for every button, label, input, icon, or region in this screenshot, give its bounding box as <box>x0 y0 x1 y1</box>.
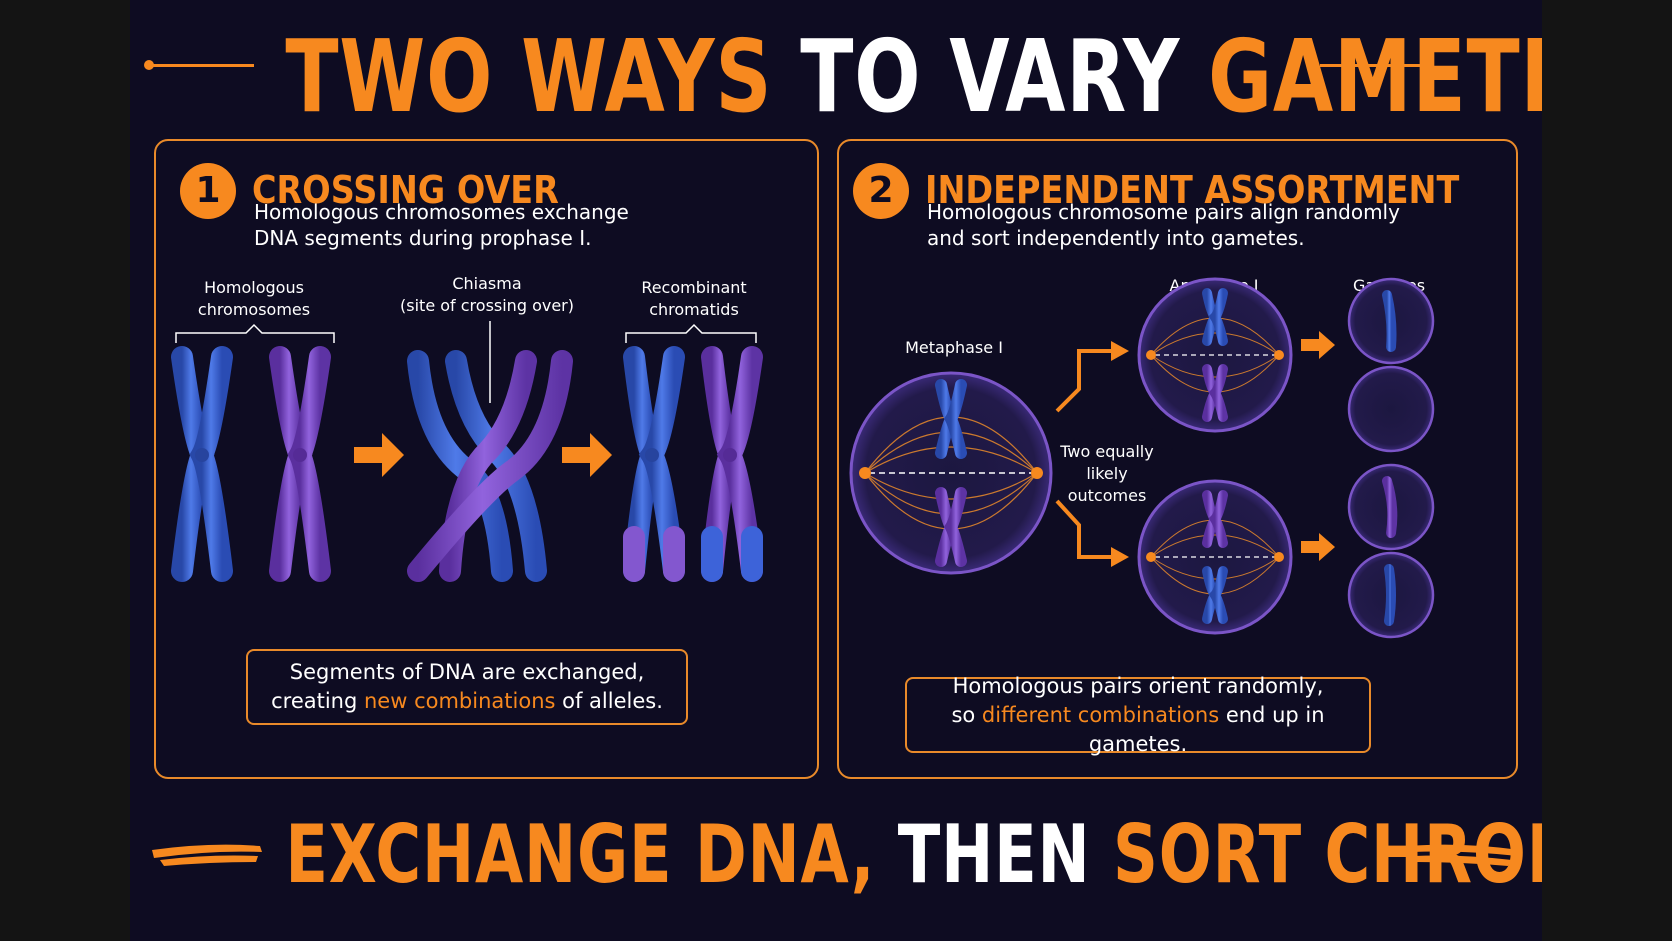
title-part-3: GAMETES <box>1208 18 1542 135</box>
branch-arrow-up-head <box>1111 341 1129 361</box>
label-homologous: Homologous chromosomes <box>184 277 324 321</box>
arrow-right-1 <box>354 433 404 477</box>
independent-assortment-caption-line-1: Homologous pairs orient randomly, <box>952 673 1324 698</box>
caption-highlight: new combinations <box>364 689 556 713</box>
independent-assortment-panel: 2 INDEPENDENT ASSORTMENT Homologous chro… <box>837 139 1518 779</box>
title-right-line <box>1320 64 1424 67</box>
label-chiasma: Chiasma (site of crossing over) <box>392 273 582 317</box>
brush-stroke-left <box>152 844 262 858</box>
gamete-1 <box>1347 277 1435 365</box>
label-outcomes-line-3: outcomes <box>1067 486 1147 505</box>
crossing-over-caption-line-1: Segments of DNA are exchanged, <box>289 660 645 684</box>
crossing-over-diagram <box>171 321 763 582</box>
independent-assortment-caption-line-2: so different combinations end up in game… <box>907 701 1369 759</box>
arrow-right-2 <box>562 433 612 477</box>
caption2-text-pre: so <box>951 702 982 727</box>
independent-assortment-desc-2: and sort independently into gametes. <box>927 226 1305 250</box>
title-right-dot <box>1420 60 1430 70</box>
tagline-brush-strokes <box>152 844 1520 866</box>
arrow-to-gametes-bottom <box>1301 533 1335 561</box>
step-number-2: 2 <box>853 163 909 219</box>
recombinant-chromosome-blue <box>623 346 685 582</box>
brush-stroke-right <box>1410 844 1520 856</box>
tagline-part-1: EXCHANGE DNA, <box>285 808 876 901</box>
independent-assortment-title: INDEPENDENT ASSORTMENT <box>925 168 1460 212</box>
label-homologous-line-1: Homologous <box>204 278 304 297</box>
step-number-1: 1 <box>180 163 236 219</box>
title-part-2: TO VARY <box>800 18 1181 135</box>
branch-arrow-up <box>1055 349 1111 413</box>
crossing-over-caption-line-2: creating new combinations of alleles. <box>248 687 686 716</box>
label-recombinant: Recombinant chromatids <box>614 277 774 321</box>
gamete-4 <box>1347 551 1435 639</box>
label-recombinant-line-2: chromatids <box>649 300 739 319</box>
tagline-part-2: THEN <box>897 808 1091 901</box>
label-homologous-line-2: chromosomes <box>197 300 311 319</box>
chiasma-chromosomes <box>407 350 573 582</box>
title-left-dot <box>144 60 154 70</box>
arrow-to-gametes-top <box>1301 331 1335 359</box>
metaphase-cell <box>849 371 1053 575</box>
infographic: TWO WAYS TO VARY GAMETES 1 CROSSING OVER… <box>130 0 1542 941</box>
anaphase-bottom-cell <box>1137 479 1293 635</box>
anaphase-bottom-chromosome-purple <box>1202 490 1228 548</box>
page-title: TWO WAYS TO VARY GAMETES <box>285 22 1542 132</box>
recombinant-chromosome-purple <box>701 346 763 582</box>
metaphase-chromosome-purple <box>935 487 967 567</box>
label-chiasma-line-2: (site of crossing over) <box>400 296 574 315</box>
independent-assortment-caption: Homologous pairs orient randomly, so dif… <box>905 674 1371 756</box>
label-chiasma-line-1: Chiasma <box>452 274 522 293</box>
label-metaphase: Metaphase I <box>905 338 1003 357</box>
branch-arrow-down-head <box>1111 547 1129 567</box>
caption2-text-post: end up in gametes. <box>1088 702 1325 756</box>
crossing-over-desc-1: Homologous chromosomes exchange <box>254 200 629 224</box>
title-left-line <box>150 64 254 67</box>
label-outcomes-line-1: Two equally <box>1060 442 1154 461</box>
label-recombinant-line-1: Recombinant <box>641 278 747 297</box>
independent-assortment-desc-1: Homologous chromosome pairs align random… <box>927 200 1400 224</box>
gamete-2 <box>1347 365 1435 453</box>
caption-text-post: of alleles. <box>555 689 663 713</box>
bracket-recombinant <box>625 323 757 343</box>
crossing-over-desc-2: DNA segments during prophase I. <box>254 226 592 250</box>
tagline: EXCHANGE DNA, THEN SORT CHROMOSOMES. <box>285 808 1542 901</box>
caption2-highlight: different combinations <box>981 702 1220 727</box>
gamete-3 <box>1347 463 1435 551</box>
title-part-1: TWO WAYS <box>285 18 773 135</box>
crossing-over-title: CROSSING OVER <box>252 168 559 212</box>
tagline-part-3: SORT CHROMOSOMES. <box>1113 808 1542 901</box>
caption-text-pre: creating <box>271 689 364 713</box>
anaphase-top-cell <box>1137 277 1293 433</box>
independent-assortment-diagram <box>849 277 1435 639</box>
crossing-over-caption: Segments of DNA are exchanged, creating … <box>246 649 688 725</box>
branch-arrow-down <box>1055 499 1111 559</box>
anaphase-top-chromosome-blue <box>1202 288 1228 346</box>
anaphase-bottom-chromosome-blue <box>1202 566 1228 624</box>
label-outcomes-line-2: likely <box>1086 464 1128 483</box>
crossing-over-panel: 1 CROSSING OVER Homologous chromosomes e… <box>154 139 819 779</box>
homologous-chromosome-purple <box>269 346 331 582</box>
metaphase-chromosome-blue <box>935 379 967 459</box>
anaphase-top-chromosome-purple <box>1202 364 1228 422</box>
homologous-chromosome-blue <box>171 346 233 582</box>
label-outcomes: Two equally likely outcomes <box>1057 441 1157 507</box>
bracket-homologous <box>175 323 335 343</box>
